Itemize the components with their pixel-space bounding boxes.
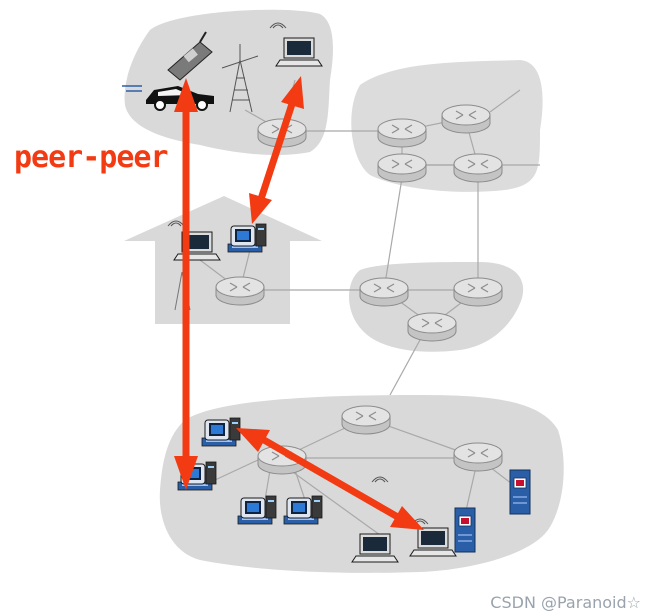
server-icon (509, 469, 531, 515)
router-icon (453, 442, 503, 472)
peer-arrow-enterprise (260, 436, 400, 520)
watermark: CSDN @Paranoid☆ (490, 593, 641, 612)
router-icon (407, 312, 457, 342)
desktop-pc-icon (201, 417, 241, 447)
cellphone-icon (167, 31, 213, 81)
router-icon (359, 277, 409, 307)
router-icon (453, 153, 503, 183)
router-icon (215, 276, 265, 306)
peer-arrows (174, 76, 424, 530)
peer-arrow-home-mobile (258, 100, 296, 200)
cell-tower-icon (221, 44, 259, 113)
server-icon (454, 507, 476, 553)
router-icon (377, 118, 427, 148)
desktop-pc-icon (227, 223, 267, 253)
router-icon (377, 153, 427, 183)
home-network (124, 196, 322, 324)
desktop-pc-icon (283, 495, 323, 525)
desktop-pc-icon (237, 495, 277, 525)
peer-peer-label: peer-peer (14, 140, 169, 175)
router-icon (341, 405, 391, 435)
router-icon (453, 277, 503, 307)
router-icon (441, 104, 491, 134)
